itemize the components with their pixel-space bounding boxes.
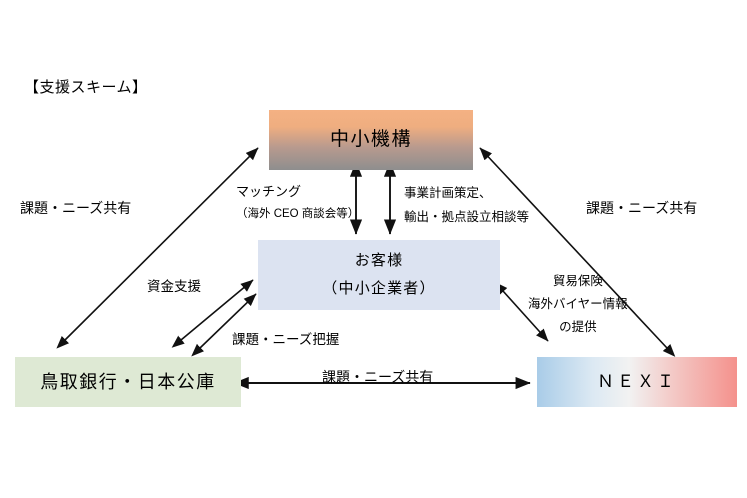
label-nexi-services-line2: 海外バイヤー情報 xyxy=(528,296,628,311)
arrow-bank-to-chusho xyxy=(56,147,259,349)
node-customer-label-line2: （中小企業者） xyxy=(322,280,436,297)
label-matching-sub: （海外 CEO 商談会等） xyxy=(236,207,360,220)
node-chusho-kiko[interactable]: 中小機構 xyxy=(269,110,473,170)
page-title: 【支援スキーム】 xyxy=(24,79,148,96)
label-left-share: 課題・ニーズ共有 xyxy=(20,200,132,216)
label-nexi-services: 貿易保険 海外バイヤー情報 の提供 xyxy=(528,272,628,336)
label-needs-grasp: 課題・ニーズ把握 xyxy=(232,332,340,347)
node-customer-label-line1: お客様 xyxy=(354,252,404,270)
label-matching: マッチング （海外 CEO 商談会等） xyxy=(236,182,359,223)
node-bank-label: 鳥取銀行・日本公庫 xyxy=(40,371,216,392)
node-chusho-kiko-label: 中小機構 xyxy=(329,129,412,151)
label-nexi-services-line3: の提供 xyxy=(559,319,597,334)
label-nexi-services-line1: 貿易保険 xyxy=(552,274,603,288)
label-business-plan: 事業計画策定、 輸出・拠点設立相談等 xyxy=(404,184,529,227)
label-business-plan-line2: 輸出・拠点設立相談等 xyxy=(404,209,530,224)
label-business-plan-line1: 事業計画策定、 xyxy=(404,186,492,200)
label-bottom-share: 課題・ニーズ共有 xyxy=(322,369,434,385)
node-bank[interactable]: 鳥取銀行・日本公庫 xyxy=(15,357,241,407)
label-matching-main: マッチング xyxy=(236,184,302,199)
label-funding-support: 資金支援 xyxy=(147,279,201,294)
node-nexi[interactable]: ＮＥＸＩ xyxy=(537,357,737,407)
label-right-share: 課題・ニーズ共有 xyxy=(586,200,698,216)
node-nexi-label: ＮＥＸＩ xyxy=(597,371,677,391)
node-customer[interactable]: お客様 （中小企業者） xyxy=(258,240,500,310)
